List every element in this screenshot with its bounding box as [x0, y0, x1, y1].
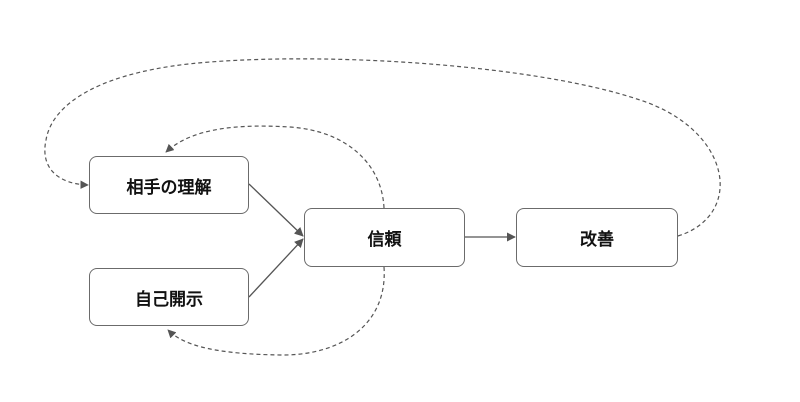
node-improvement: 改善	[516, 208, 678, 267]
edge-improvement-to-understanding	[44, 58, 721, 237]
node-self-disclosure: 自己開示	[89, 268, 249, 326]
node-understanding: 相手の理解	[89, 156, 249, 214]
node-trust: 信頼	[304, 208, 465, 267]
edge-understanding-to-trust	[248, 183, 304, 237]
node-self-disclosure-label: 自己開示	[135, 289, 203, 310]
edge-self-disclosure-to-trust	[248, 238, 304, 298]
edge-trust-to-self-disclosure	[167, 266, 385, 356]
edge-trust-to-understanding	[165, 125, 385, 209]
node-improvement-label: 改善	[580, 230, 614, 250]
node-trust-label: 信頼	[367, 230, 402, 250]
node-understanding-label: 相手の理解	[126, 177, 212, 198]
